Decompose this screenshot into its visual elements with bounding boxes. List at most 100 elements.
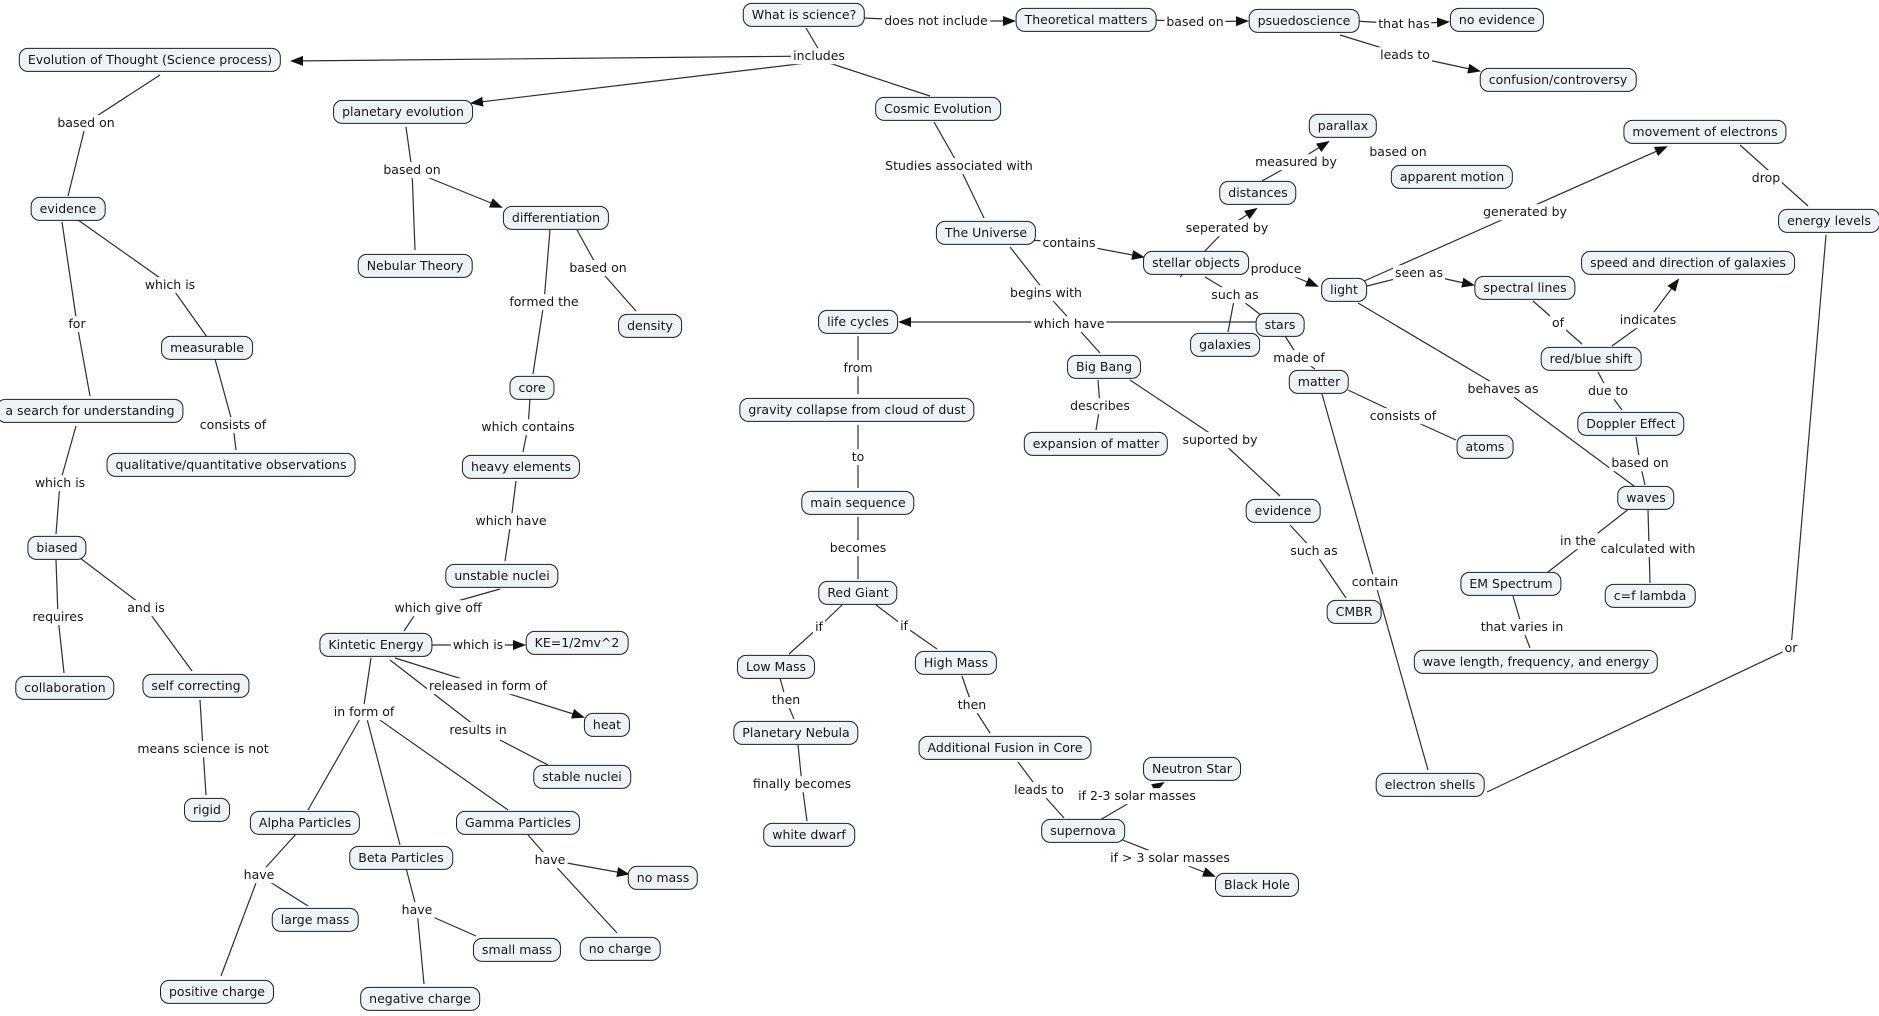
edge-label[interactable]: to (849, 449, 867, 465)
edge-label[interactable]: such as (1209, 287, 1261, 303)
edge-label[interactable]: Studies associated with (883, 158, 1035, 174)
edge-label[interactable]: begins with (1008, 285, 1084, 301)
edge-label[interactable]: which is (32, 475, 88, 491)
node-confusion-controversy[interactable]: confusion/controversy (1479, 67, 1637, 93)
edge-label[interactable]: behaves as (1465, 381, 1541, 397)
node-negative-charge[interactable]: negative charge (360, 986, 480, 1012)
edge-label[interactable]: contains (1040, 235, 1098, 251)
edge-label[interactable]: such as (1288, 543, 1340, 559)
edge-label[interactable]: then (955, 697, 989, 713)
node-collaboration[interactable]: collaboration (15, 675, 115, 701)
node-doppler-effect[interactable]: Doppler Effect (1577, 411, 1685, 437)
node-white-dwarf[interactable]: white dwarf (763, 822, 855, 848)
node-black-hole[interactable]: Black Hole (1214, 872, 1300, 898)
node-big-bang[interactable]: Big Bang (1066, 354, 1142, 380)
edge-label[interactable]: consists of (197, 417, 269, 433)
node-neutron-star[interactable]: Neutron Star (1143, 756, 1241, 782)
node-cosmic-evolution[interactable]: Cosmic Evolution (875, 96, 1001, 122)
edge-label[interactable]: seen as (1393, 265, 1445, 281)
edge-label[interactable]: formed the (507, 294, 581, 310)
node-stable-nuclei[interactable]: stable nuclei (533, 764, 631, 790)
node-gravity-collapse[interactable]: gravity collapse from cloud of dust (739, 397, 975, 423)
edge-label[interactable]: indicates (1617, 312, 1679, 328)
edge-label[interactable]: which have (473, 513, 549, 529)
node-core[interactable]: core (509, 375, 555, 401)
node-red-giant[interactable]: Red Giant (818, 580, 898, 606)
node-heavy-elements[interactable]: heavy elements (461, 454, 581, 480)
edge-label[interactable]: have (399, 902, 435, 918)
edge-label[interactable]: requires (30, 609, 86, 625)
edge-label[interactable]: seperated by (1183, 220, 1271, 236)
edge-label[interactable]: or (1782, 640, 1800, 656)
edge-label[interactable]: based on (55, 115, 117, 131)
node-theoretical-matters[interactable]: Theoretical matters (1015, 7, 1157, 33)
edge-label[interactable]: based on (1164, 14, 1226, 30)
edge-label[interactable]: in the (1558, 533, 1598, 549)
node-spectral-lines[interactable]: spectral lines (1474, 275, 1576, 301)
node-planetary-evolution[interactable]: planetary evolution (333, 99, 473, 125)
edge-label[interactable]: in form of (331, 704, 397, 720)
edge-label[interactable]: produce (1248, 261, 1304, 277)
edge-label[interactable]: results in (447, 722, 509, 738)
edge-label[interactable]: contain (1349, 574, 1401, 590)
edge-label[interactable]: calculated with (1598, 541, 1698, 557)
edge-label[interactable]: finally becomes (750, 776, 854, 792)
node-small-mass[interactable]: small mass (472, 937, 562, 963)
edge-label[interactable]: measured by (1253, 154, 1339, 170)
node-beta-particles[interactable]: Beta Particles (349, 845, 453, 871)
node-evidence-bigbang[interactable]: evidence (1245, 498, 1321, 524)
edge-label[interactable]: due to (1585, 383, 1631, 399)
node-no-evidence[interactable]: no evidence (1449, 7, 1545, 33)
edge-label[interactable]: which contains (479, 419, 577, 435)
node-life-cycles[interactable]: life cycles (818, 309, 898, 335)
node-atoms[interactable]: atoms (1456, 434, 1514, 460)
edge-label[interactable]: if 2-3 solar masses (1076, 788, 1198, 804)
node-speed-direction-galaxies[interactable]: speed and direction of galaxies (1581, 250, 1795, 276)
edge-label[interactable]: that varies in (1478, 619, 1566, 635)
node-evolution-of-thought[interactable]: Evolution of Thought (Science process) (18, 47, 282, 73)
node-planetary-nebula[interactable]: Planetary Nebula (733, 720, 859, 746)
node-energy-levels[interactable]: energy levels (1778, 208, 1879, 234)
node-additional-fusion[interactable]: Additional Fusion in Core (918, 735, 1092, 761)
node-cmbr[interactable]: CMBR (1326, 599, 1382, 625)
edge-label[interactable]: have (532, 852, 568, 868)
node-unstable-nuclei[interactable]: unstable nuclei (445, 563, 559, 589)
node-psuedoscience[interactable]: psuedoscience (1248, 8, 1360, 34)
edge-label[interactable]: from (841, 360, 875, 376)
node-em-spectrum[interactable]: EM Spectrum (1460, 571, 1562, 597)
edge-label[interactable]: then (769, 692, 803, 708)
edge-label[interactable]: drop (1749, 170, 1783, 186)
edge-label[interactable]: based on (567, 260, 629, 276)
node-main-sequence[interactable]: main sequence (801, 490, 915, 516)
node-measurable[interactable]: measurable (161, 335, 253, 361)
node-nebular-theory[interactable]: Nebular Theory (357, 253, 473, 279)
node-alpha-particles[interactable]: Alpha Particles (249, 810, 361, 836)
edge-label[interactable]: leads to (1012, 782, 1066, 798)
edge-label[interactable]: becomes (827, 540, 889, 556)
node-rigid[interactable]: rigid (184, 797, 230, 823)
edge-label[interactable]: suported by (1180, 432, 1260, 448)
node-differentiation[interactable]: differentiation (502, 205, 610, 231)
edge-label[interactable]: which is (450, 637, 506, 653)
node-c-f-lambda[interactable]: c=f lambda (1604, 583, 1696, 609)
node-ke-formula[interactable]: KE=1/2mv^2 (525, 630, 629, 656)
edge-label[interactable]: if (813, 619, 825, 635)
edge-label[interactable]: describes (1068, 398, 1132, 414)
edge-label[interactable]: if > 3 solar masses (1108, 850, 1232, 866)
node-wave-length-frequency-energy[interactable]: wave length, frequency, and energy (1413, 649, 1659, 675)
node-expansion-of-matter[interactable]: expansion of matter (1023, 431, 1169, 457)
node-the-universe[interactable]: The Universe (935, 220, 1037, 246)
edge-label[interactable]: consists of (1367, 408, 1439, 424)
node-supernova[interactable]: supernova (1041, 818, 1125, 844)
node-gamma-particles[interactable]: Gamma Particles (455, 810, 581, 836)
edge-label[interactable]: of (1549, 315, 1567, 331)
node-evidence-process[interactable]: evidence (30, 196, 106, 222)
edge-label[interactable]: based on (1609, 455, 1671, 471)
node-density[interactable]: density (618, 313, 682, 339)
edge-label[interactable]: if (898, 618, 910, 634)
node-low-mass[interactable]: Low Mass (736, 654, 816, 680)
edge-label[interactable]: have (241, 867, 277, 883)
node-galaxies[interactable]: galaxies (1190, 332, 1260, 358)
node-apparent-motion[interactable]: apparent motion (1390, 164, 1514, 190)
edge-label[interactable]: generated by (1481, 204, 1569, 220)
